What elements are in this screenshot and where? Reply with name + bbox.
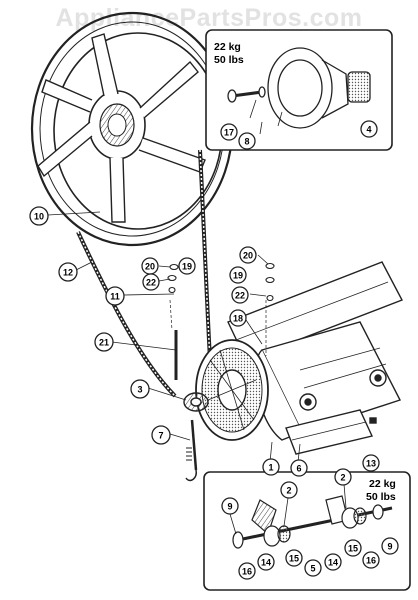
callout-c14b: 14 [324, 553, 342, 571]
svg-text:13: 13 [366, 459, 376, 469]
callout-c1: 1 [262, 458, 280, 476]
callout-c22a: 22 [142, 273, 160, 291]
callout-c5: 5 [304, 559, 322, 577]
callout-c4: 4 [360, 120, 378, 138]
svg-text:8: 8 [244, 137, 249, 147]
svg-text:20: 20 [243, 251, 253, 261]
callout-c21: 21 [94, 332, 114, 352]
callout-c7: 7 [151, 425, 171, 445]
callout-c18: 18 [229, 309, 247, 327]
bolt-washer-stack [167, 262, 275, 356]
callout-c16a: 16 [238, 562, 256, 580]
inset-top-weight-kg: 22 kg [214, 41, 241, 53]
inset-bottom-weight-lbs: 50 lbs [366, 491, 396, 503]
svg-text:9: 9 [227, 502, 232, 512]
svg-text:5: 5 [310, 564, 315, 574]
callout-c9a: 9 [221, 497, 239, 515]
svg-text:20: 20 [145, 262, 155, 272]
callout-c17: 17 [220, 123, 238, 141]
inset-bottom-weight-kg: 22 kg [369, 478, 396, 490]
svg-text:14: 14 [328, 558, 338, 568]
svg-text:22: 22 [146, 278, 156, 288]
svg-text:16: 16 [242, 567, 252, 577]
svg-text:22: 22 [235, 291, 245, 301]
drum-pulley [30, 11, 234, 247]
callout-c3: 3 [130, 379, 150, 399]
callout-c13: 13 [362, 454, 380, 472]
callout-c2a: 2 [280, 481, 298, 499]
callout-c2b: 2 [334, 468, 352, 486]
callout-c9b: 9 [381, 537, 399, 555]
tension-spring [174, 330, 198, 482]
svg-text:2: 2 [286, 486, 291, 496]
svg-text:15: 15 [289, 554, 299, 564]
callout-c22b: 22 [231, 286, 249, 304]
svg-text:9: 9 [387, 542, 392, 552]
svg-text:1: 1 [268, 463, 273, 473]
svg-text:7: 7 [158, 431, 163, 441]
svg-text:10: 10 [34, 212, 44, 222]
svg-text:19: 19 [182, 262, 192, 272]
watermark: AppliancePartsPros.com [55, 4, 363, 32]
callout-c14a: 14 [257, 553, 275, 571]
callout-c12: 12 [58, 262, 78, 282]
callout-c19a: 19 [178, 257, 196, 275]
callout-c20a: 20 [141, 257, 159, 275]
svg-text:18: 18 [233, 314, 243, 324]
leader-lines [47, 121, 347, 535]
callout-c16b: 16 [362, 551, 380, 569]
svg-text:21: 21 [99, 338, 109, 348]
svg-text:14: 14 [261, 558, 271, 568]
svg-text:3: 3 [137, 385, 142, 395]
motor [183, 261, 403, 455]
inset-bottom [203, 471, 411, 591]
callout-c11: 11 [105, 286, 125, 306]
svg-text:6: 6 [296, 464, 301, 474]
callout-c10: 10 [29, 206, 49, 226]
svg-text:2: 2 [340, 473, 345, 483]
callout-c15a: 15 [285, 549, 303, 567]
svg-text:4: 4 [366, 125, 371, 135]
svg-text:11: 11 [110, 292, 120, 302]
inset-top [205, 29, 393, 151]
inset-top-weight-lbs: 50 lbs [214, 54, 244, 66]
callout-c8: 8 [238, 132, 256, 150]
callout-c15b: 15 [344, 539, 362, 557]
svg-text:12: 12 [63, 268, 73, 278]
svg-text:16: 16 [366, 556, 376, 566]
svg-text:19: 19 [233, 271, 243, 281]
callout-c20b: 20 [239, 246, 257, 264]
callout-c6: 6 [290, 459, 308, 477]
callout-c19b: 19 [229, 266, 247, 284]
svg-text:15: 15 [348, 544, 358, 554]
svg-text:17: 17 [224, 128, 234, 138]
